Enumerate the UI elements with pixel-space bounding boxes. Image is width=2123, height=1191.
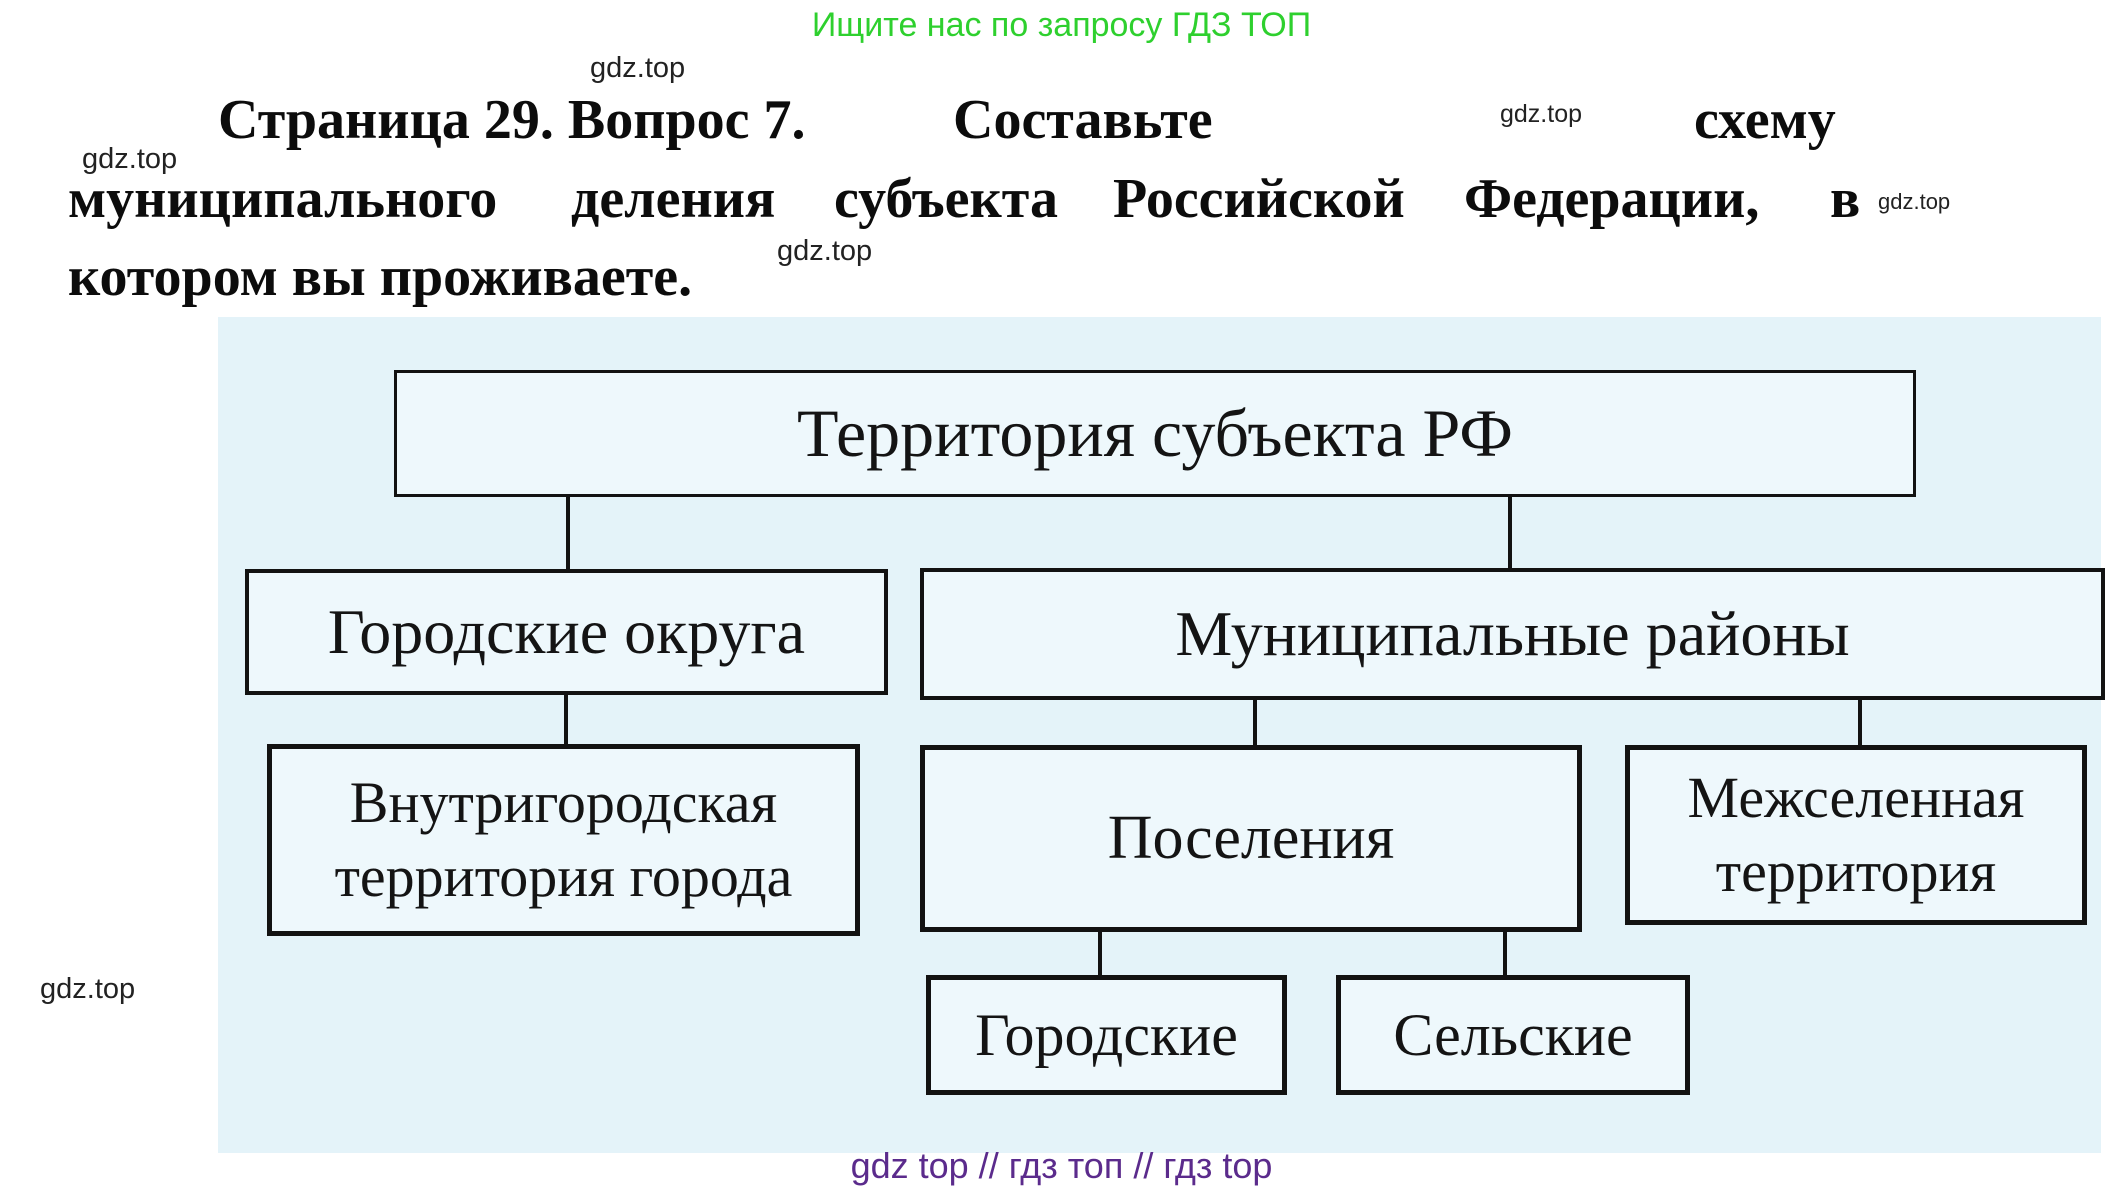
watermark-line3-center: gdz.top — [777, 235, 873, 267]
connector-settlements-to-urban — [1098, 930, 1102, 977]
question-line1-object: схему — [1694, 89, 1836, 151]
node-intracity-line2: территория города — [334, 844, 793, 909]
node-intracity-line1: Внутригородская — [349, 769, 778, 835]
node-intersettlement-territory: Межселенная территория — [1625, 745, 2087, 925]
connector-raions-to-settlements — [1253, 698, 1257, 747]
connector-root-to-municipal-raions — [1508, 495, 1512, 570]
node-rural-settlements: Сельские — [1336, 975, 1690, 1095]
question-line2-word-6: в — [1830, 168, 1861, 230]
connector-raions-to-intersettlement — [1858, 698, 1862, 747]
node-urban-settlements: Городские — [926, 975, 1287, 1095]
question-line2-word-2: деления — [571, 168, 776, 230]
question-line3: котором вы проживаете. — [68, 246, 693, 308]
question-line1-verb: Составьте — [953, 89, 1213, 151]
watermark-left-upper: gdz.top — [82, 143, 178, 175]
connector-settlements-to-rural — [1503, 930, 1507, 977]
node-urban-districts: Городские округа — [245, 569, 888, 695]
question-line2-word-4: Российской — [1113, 168, 1405, 230]
connector-root-to-urban-districts — [566, 495, 570, 571]
node-root-territory: Территория субъекта РФ — [394, 370, 1916, 497]
question-line2-word-1: муниципального — [68, 168, 498, 230]
question-line2-word-3: субъекта — [834, 168, 1058, 230]
node-settlements: Поселения — [920, 745, 1582, 932]
promo-banner: Ищите нас по запросу ГДЗ ТОП — [811, 6, 1312, 44]
watermark-line1-right: gdz.top — [1500, 100, 1583, 128]
watermark-left-lower: gdz.top — [40, 973, 136, 1005]
node-intersettlement-line2: территория — [1715, 839, 1997, 904]
watermark-top-center: gdz.top — [590, 52, 686, 84]
node-municipal-raions: Муниципальные районы — [920, 568, 2105, 700]
node-intersettlement-line1: Межселенная — [1687, 764, 2025, 830]
question-line1-page-ref: Страница 29. Вопрос 7. — [218, 89, 806, 151]
question-line2-word-5: Федерации, — [1464, 168, 1760, 230]
node-intracity-territory: Внутригородская территория города — [267, 744, 860, 936]
footer-search-queries: gdz top // гдз топ // гдз top — [850, 1145, 1273, 1186]
watermark-line2-right: gdz.top — [1878, 189, 1951, 214]
connector-urban-districts-to-intracity — [564, 692, 568, 746]
